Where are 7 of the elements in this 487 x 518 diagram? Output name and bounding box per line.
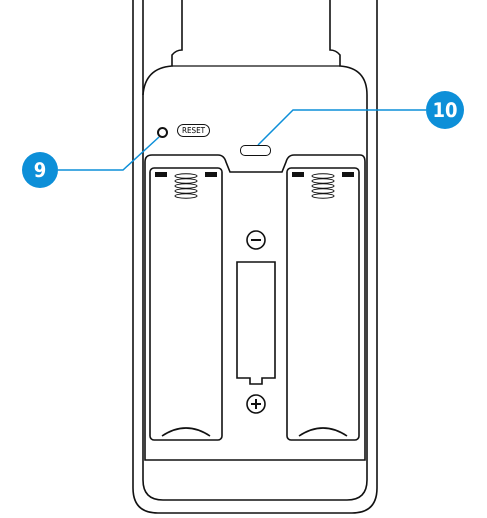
callout-number: 9: [22, 152, 58, 188]
leader-line: [58, 136, 160, 171]
leader-line: [257, 109, 426, 146]
reset-label: RESET: [177, 124, 210, 137]
callout-number: 10: [426, 91, 464, 129]
reset-hole: [157, 127, 168, 138]
usb-port: [240, 145, 271, 156]
